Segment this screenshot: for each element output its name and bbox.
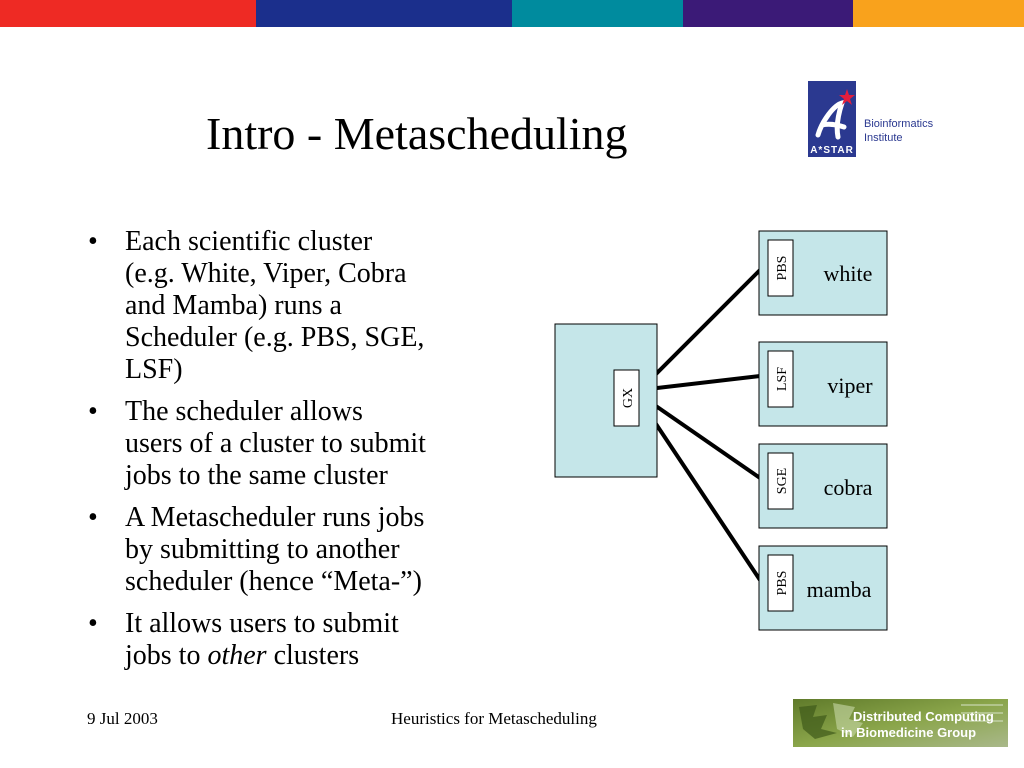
- bullet-line: users of a cluster to submit: [125, 428, 508, 460]
- text-run: The scheduler allows: [125, 396, 363, 427]
- bullet-line: (e.g. White, Viper, Cobra: [125, 258, 508, 290]
- bullet-line: The scheduler allows: [125, 396, 508, 428]
- cluster-name-mamba: mamba: [807, 577, 872, 602]
- puzzle-piece-icon: [799, 705, 837, 739]
- binary-pattern-icon: [961, 704, 1003, 722]
- text-run: jobs to: [125, 640, 208, 671]
- text-run: clusters: [266, 640, 360, 671]
- bullet-line: by submitting to another: [125, 534, 508, 566]
- text-run: (e.g. White, Viper, Cobra: [125, 258, 407, 289]
- astar-wordmark: A*STAR: [810, 145, 854, 156]
- dcbg-name-line2: in Biomedicine Group: [841, 725, 976, 740]
- dcbg-logo: Distributed Computing in Biomedicine Gro…: [793, 699, 1008, 747]
- astar-bii-logo: A*STAR Bioinformatics Institute: [808, 81, 934, 157]
- text-run: Scheduler (e.g. PBS, SGE,: [125, 322, 425, 353]
- bullet-line: scheduler (hence “Meta-”): [125, 566, 508, 598]
- bullet-line: Scheduler (e.g. PBS, SGE,: [125, 322, 508, 354]
- bullet-line: Each scientific cluster: [125, 226, 508, 258]
- text-run-italic: other: [207, 640, 267, 671]
- bii-name-line2: Institute: [864, 132, 903, 144]
- scheduler-box-viper: [767, 350, 794, 408]
- scheduler-label-viper: LSF: [775, 367, 790, 391]
- connector-gx-white: [638, 268, 762, 392]
- text-run: Each scientific cluster: [125, 226, 373, 257]
- bullet-marker: •: [88, 608, 98, 639]
- top-color-bar: [0, 0, 1024, 27]
- cluster-name-cobra: cobra: [824, 475, 873, 500]
- astar-star-icon: [839, 89, 855, 105]
- connector-gx-cobra: [638, 393, 762, 480]
- color-segment-teal: [512, 0, 683, 27]
- connector-gx-mamba: [638, 398, 762, 582]
- text-run: It allows users to submit: [125, 608, 399, 639]
- bullet-marker: •: [88, 502, 98, 533]
- cluster-name-viper: viper: [827, 373, 873, 398]
- bullet-item: • Each scientific cluster (e.g. White, V…: [88, 226, 508, 386]
- dcbg-name-line1: Distributed Computing: [853, 709, 994, 724]
- scheduler-label-cobra: SGE: [775, 468, 790, 494]
- text-run: jobs to the same cluster: [125, 460, 388, 491]
- gx-label: GX: [621, 388, 636, 408]
- puzzle-piece-icon: [833, 703, 863, 737]
- footer-title: Heuristics for Metascheduling: [391, 709, 597, 728]
- text-run: users of a cluster to submit: [125, 428, 426, 459]
- color-segment-red: [0, 0, 256, 27]
- cluster-name-white: white: [824, 261, 873, 286]
- text-run: scheduler (hence “Meta-”): [125, 566, 422, 597]
- gx-node: [554, 323, 658, 478]
- gx-label-box: [613, 369, 640, 427]
- bullet-line: LSF): [125, 354, 508, 386]
- dcbg-logo-background: [793, 699, 1008, 747]
- bullet-line: and Mamba) runs a: [125, 290, 508, 322]
- bullet-list: • Each scientific cluster (e.g. White, V…: [88, 226, 508, 682]
- scheduler-label-mamba: PBS: [775, 571, 790, 596]
- footer-date: 9 Jul 2003: [87, 709, 158, 728]
- text-run: and Mamba) runs a: [125, 290, 342, 321]
- scheduler-label-white: PBS: [775, 256, 790, 281]
- scheduler-box-white: [767, 239, 794, 297]
- text-run: by submitting to another: [125, 534, 400, 565]
- bullet-item: • The scheduler allows users of a cluste…: [88, 396, 508, 492]
- slide-title: Intro - Metascheduling: [206, 108, 628, 159]
- bullet-marker: •: [88, 226, 98, 257]
- color-segment-blue: [256, 0, 512, 27]
- bullet-line: It allows users to submit: [125, 608, 508, 640]
- bullet-line: jobs to other clusters: [125, 640, 508, 672]
- bullet-marker: •: [88, 396, 98, 427]
- color-segment-orange: [853, 0, 1024, 27]
- astar-letter-a-icon: [815, 99, 847, 140]
- text-run: LSF): [125, 354, 183, 385]
- bullet-item: • It allows users to submit jobs to othe…: [88, 608, 508, 672]
- metascheduling-diagram: GX PBS white LSF viper SGE cobra PBS mam…: [554, 230, 888, 631]
- color-segment-purple: [683, 0, 853, 27]
- bii-name-line1: Bioinformatics: [864, 118, 934, 130]
- scheduler-box-cobra: [767, 452, 794, 510]
- bullet-line: A Metascheduler runs jobs: [125, 502, 508, 534]
- scheduler-box-mamba: [767, 554, 794, 612]
- text-run: A Metascheduler runs jobs: [125, 502, 425, 533]
- bullet-line: jobs to the same cluster: [125, 460, 508, 492]
- bullet-item: • A Metascheduler runs jobs by submittin…: [88, 502, 508, 598]
- connector-gx-viper: [639, 374, 761, 392]
